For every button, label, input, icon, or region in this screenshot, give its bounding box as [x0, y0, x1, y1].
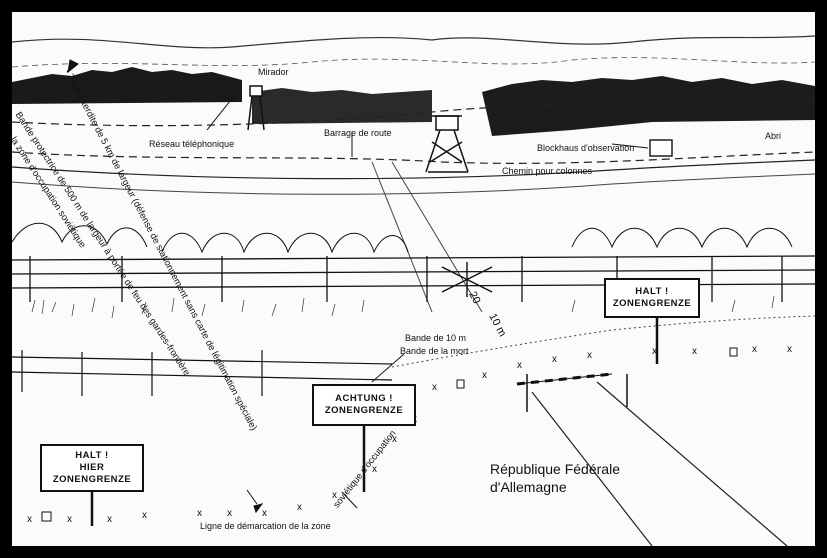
svg-text:x: x [692, 346, 697, 357]
svg-text:x: x [517, 360, 522, 371]
label-chemin-colonnes: Chemin pour colonnes [502, 166, 593, 176]
svg-text:x: x [432, 382, 437, 393]
label-bande-10m: Bande de 10 m [405, 333, 467, 343]
sign-line: HALT ! [635, 286, 669, 297]
sign-line: HALT ! [75, 450, 109, 461]
illustration-frame: xxx xxx xxx xxx xxx xxx xxx [12, 12, 815, 546]
svg-text:x: x [197, 508, 202, 519]
svg-text:x: x [787, 344, 792, 355]
svg-text:x: x [262, 508, 267, 519]
sign-line: ZONENGRENZE [52, 474, 132, 485]
svg-text:x: x [392, 434, 397, 445]
forest-right [482, 76, 815, 136]
blockhaus-bunker [649, 139, 673, 157]
country-line-1: République Fédérale [490, 461, 620, 477]
sign-achtung-zonengrenze: ACHTUNG ! ZONENGRENZE [312, 384, 416, 426]
label-bande-mort: Bande de la mort [400, 346, 469, 356]
sign-line: ZONENGRENZE [324, 405, 404, 416]
svg-text:x: x [297, 502, 302, 513]
demarcation-markers: xxx xxx xxx xxx xxx xxx xxx [27, 344, 792, 525]
svg-text:x: x [482, 370, 487, 381]
svg-text:x: x [752, 344, 757, 355]
sign-halt-hier-zonengrenze: HALT ! HIER ZONENGRENZE [40, 444, 144, 492]
svg-text:x: x [332, 490, 337, 501]
boundary-stone [41, 511, 52, 522]
road-barrier [516, 372, 628, 412]
country-line-2: d'Allemagne [490, 479, 567, 495]
svg-text:x: x [107, 514, 112, 525]
foreground-fence [12, 350, 393, 396]
sign-posts [90, 318, 659, 526]
ten-metre-strip [391, 315, 815, 368]
watchtower-mirador [247, 85, 265, 131]
column-road [12, 159, 815, 180]
hedge-row [12, 222, 793, 254]
svg-text:x: x [552, 354, 557, 365]
boundary-stone [456, 379, 465, 389]
svg-text:x: x [587, 350, 592, 361]
annotation-arrows [66, 59, 649, 514]
sign-halt-zonengrenze: HALT ! ZONENGRENZE [604, 278, 700, 318]
label-mirador: Mirador [258, 67, 289, 77]
svg-text:x: x [372, 464, 377, 475]
tank-trap [441, 262, 493, 297]
sign-line: HIER [79, 462, 105, 473]
svg-text:x: x [67, 514, 72, 525]
sign-line: ZONENGRENZE [612, 298, 692, 309]
distant-hills [12, 35, 815, 49]
border-landscape-drawing: xxx xxx xxx xxx xxx xxx xxx [12, 35, 815, 546]
svg-text:x: x [27, 514, 32, 525]
frg-road [531, 381, 788, 546]
watchtower-central [425, 115, 469, 173]
zone-boundary-lines [12, 96, 815, 164]
svg-text:x: x [652, 346, 657, 357]
label-ligne-demarcation: Ligne de démarcation de la zone [200, 521, 331, 531]
label-abri: Abri [765, 131, 782, 141]
label-barrage-de-route: Barrage de route [324, 128, 392, 138]
svg-text:x: x [227, 508, 232, 519]
boundary-stone [729, 347, 738, 357]
forest-left [12, 67, 432, 124]
country-label-frg: République Fédérale d'Allemagne [490, 460, 620, 496]
svg-text:x: x [142, 510, 147, 521]
label-reseau-telephonique: Réseau téléphonique [149, 139, 235, 149]
label-blockhaus: Blockhaus d'observation [537, 143, 635, 153]
sign-line: ACHTUNG ! [335, 393, 393, 404]
